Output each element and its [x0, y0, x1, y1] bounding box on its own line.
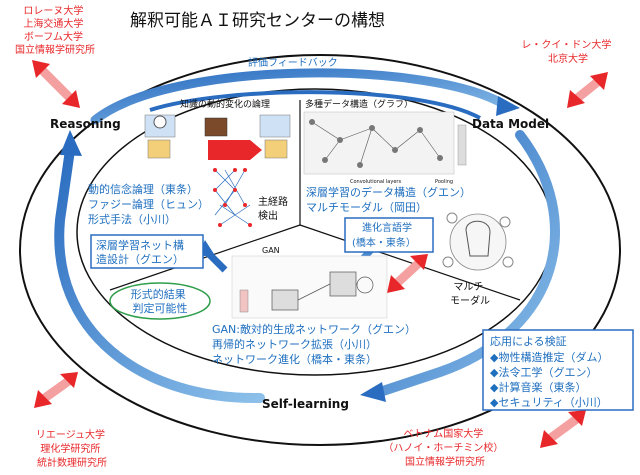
- feedback-label: 評価フィードバック: [248, 56, 338, 69]
- gan-illustration: [231, 255, 388, 319]
- top-arrow: [149, 90, 481, 120]
- left-arrow-head: [60, 130, 82, 156]
- corner-top-right: レ・クイ・ドン大学 北京大学: [521, 38, 614, 65]
- corner-top-left: ロレーヌ大学 上海交通大学 ボーフム大学 国立情報学研究所: [15, 4, 95, 56]
- svg-text:Convolutional layers: Convolutional layers: [350, 179, 401, 185]
- red-arrow-tr: [567, 72, 608, 108]
- knowledge-lines: 動的信念論理（東条） ファジー論理（ヒュン） 形式手法（小川）: [88, 182, 213, 226]
- left-arrow: [54, 145, 265, 404]
- graph-illustration: Convolutional layers Pooling: [303, 111, 467, 185]
- right-arrow: [375, 130, 560, 397]
- red-arrow-bl: [34, 372, 78, 408]
- svg-text:Pooling: Pooling: [435, 179, 453, 185]
- corner-bottom-right: ベトナム国家大学 （ハノイ・ホーチミン校） 国立情報学研究所: [383, 427, 506, 468]
- deep-net-text: 深層学習ネット構 造設計（グエン）: [96, 238, 188, 266]
- main-path-label: 主経路 検出: [258, 195, 291, 222]
- evolution-text: 進化言語学 (橋本・東条）: [352, 221, 416, 249]
- knowledge-heading: 知識の動的変化の論理: [180, 98, 270, 110]
- multimodal-label: マルチ モーダル: [450, 281, 490, 307]
- red-arrow-br: [540, 410, 586, 448]
- red-arrow-mid: [387, 254, 428, 293]
- red-arrow-tl: [32, 60, 80, 108]
- divider-right: [299, 224, 521, 301]
- data-structure-heading: 多種データ構造（グラフ）: [305, 98, 413, 110]
- right-arrow-head: [360, 382, 386, 402]
- applications-text: 応用による検証 ◆物性構造推定（ダム） ◆法令工学（グエン） ◆計算音楽（東条）…: [490, 334, 612, 409]
- corner-bottom-left: リエージュ大学 理化学研究所 統計数理研究所: [36, 428, 108, 469]
- data-structure-lines: 深層学習のデータ構造（グエン） マルチモーダル（岡田）: [306, 185, 475, 214]
- formal-ellipse: [109, 282, 211, 320]
- gan-label: GAN: [262, 246, 280, 255]
- feedback-arrow-head: [496, 96, 520, 116]
- feedback-arrow: [90, 68, 510, 125]
- page-title: 解釈可能ＡＩ研究センターの構想: [130, 11, 385, 31]
- data-model-label: Data Model: [472, 117, 549, 131]
- gan-lines: GAN:敵対的生成ネットワーク（グエン） 再帰的ネットワーク拡張（小川） ネット…: [212, 322, 419, 366]
- multimodal-head-icon: [442, 212, 514, 271]
- knowledge-illustration: [144, 114, 291, 227]
- reasoning-label: Reasoning: [50, 117, 121, 131]
- outer-ring: [19, 54, 621, 446]
- formal-text: 形式的結果 判定可能性: [131, 287, 190, 315]
- deep-net-box: [90, 234, 204, 269]
- applications-box: [482, 329, 634, 411]
- divider-left: [109, 224, 301, 291]
- evolution-box: [344, 217, 434, 253]
- self-learning-label: Self-learning: [262, 397, 349, 411]
